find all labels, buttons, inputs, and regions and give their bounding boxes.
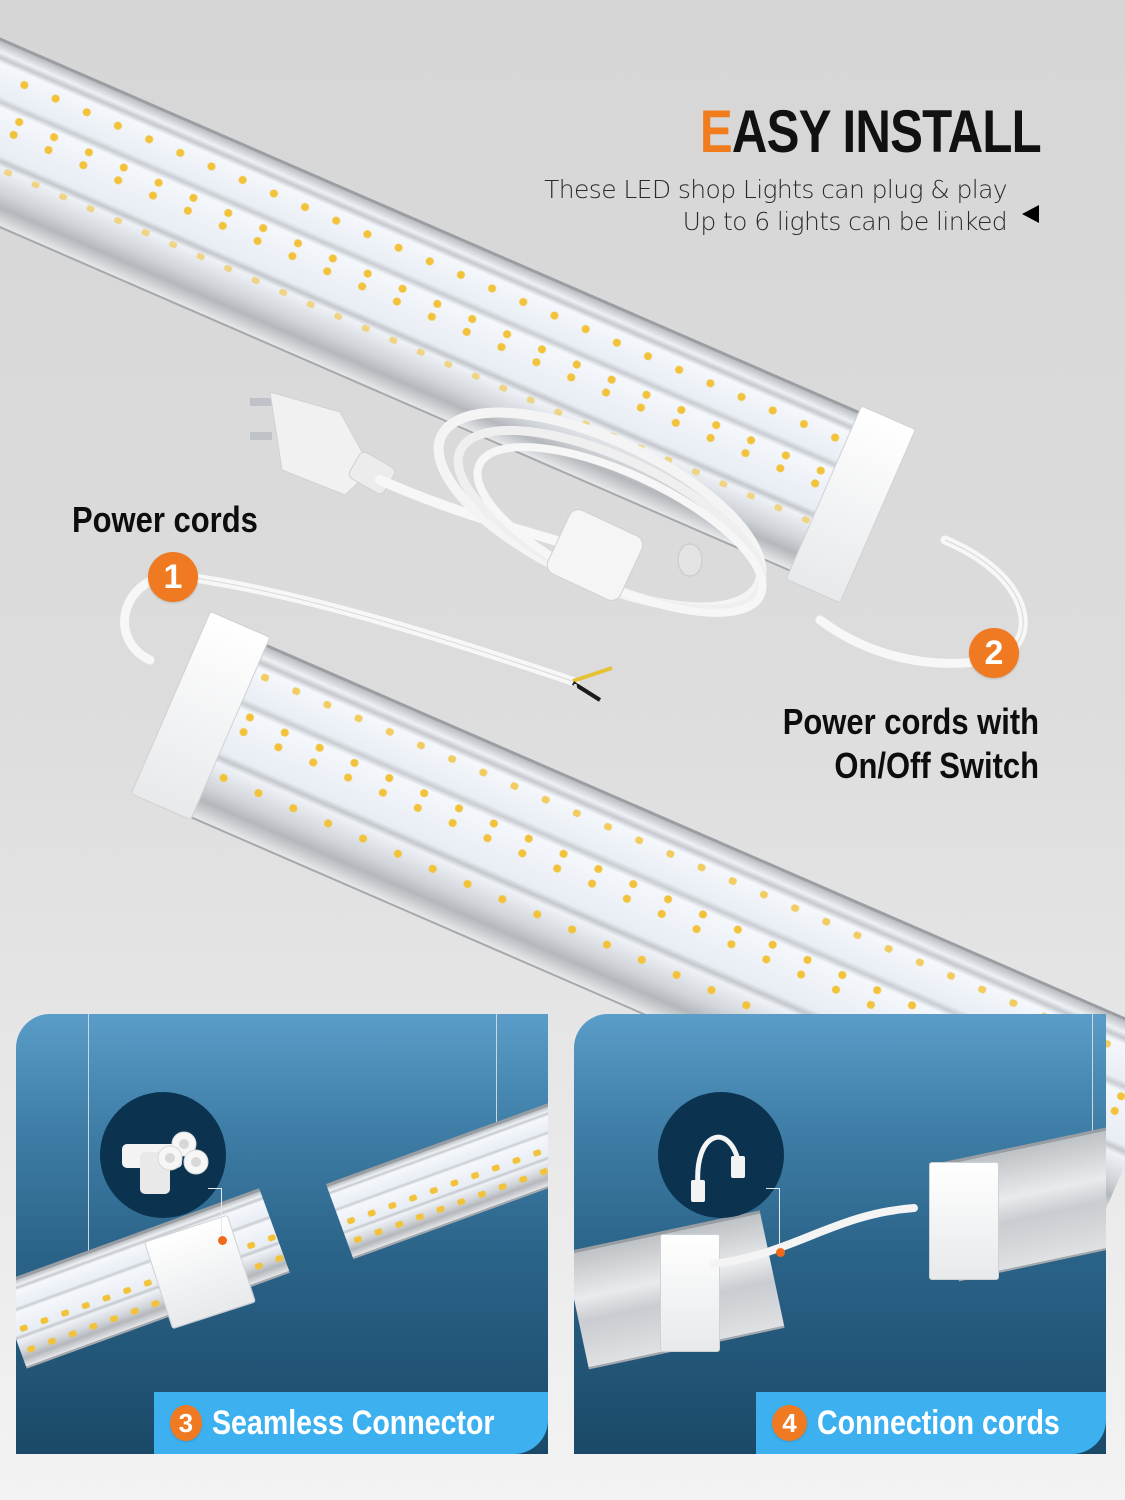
callout-dot — [776, 1248, 785, 1257]
hanging-wire — [1092, 1014, 1093, 1139]
callout-2-label-line-1: Power cords with — [782, 701, 1039, 742]
caption-4-text: Connection cords — [816, 1403, 1060, 1442]
subtitle: These LED shop Lights can plug & play Up… — [544, 174, 1007, 238]
cord-inset — [658, 1092, 784, 1218]
panel-seamless-connector: 3 Seamless Connector — [16, 1014, 548, 1454]
fixture-endcap — [660, 1234, 720, 1352]
caption-3-badge: 3 — [170, 1405, 202, 1441]
power-cords-illustration — [171, 391, 1024, 713]
fixture-endcap — [929, 1162, 999, 1280]
connector-inset — [100, 1092, 226, 1218]
hanging-wire — [496, 1014, 497, 1122]
panel-connection-cords: 4 Connection cords — [574, 1014, 1106, 1454]
on-off-switch-icon — [546, 509, 703, 601]
linking-cord-icon — [691, 1134, 745, 1202]
caption-3-text: Seamless Connector — [211, 1403, 495, 1442]
callout-2-badge: 2 — [969, 628, 1019, 678]
callout-line — [208, 1188, 222, 1236]
callout-line — [766, 1188, 780, 1248]
callout-2-label-line-2: On/Off Switch — [834, 745, 1039, 786]
three-way-connector-icon — [122, 1131, 209, 1194]
plug-icon — [250, 391, 396, 496]
page-title: EASY INSTALL — [700, 102, 1042, 162]
caption-bar: 3 Seamless Connector — [154, 1392, 548, 1454]
title-rest: ASY INSTALL — [732, 98, 1042, 165]
led-fixture — [326, 1095, 548, 1260]
callout-2-label: Power cords with On/Off Switch — [783, 700, 1039, 788]
title-accent-letter: E — [700, 98, 733, 165]
caption-bar: 4 Connection cords — [756, 1392, 1106, 1454]
pointer-arrow-icon — [1022, 205, 1039, 223]
callout-dot — [218, 1236, 227, 1245]
bare-wire-ends-icon — [571, 666, 613, 713]
callout-1-badge: 1 — [148, 552, 198, 602]
hanging-wire — [88, 1014, 89, 1259]
callout-1-label: Power cords — [72, 499, 258, 540]
linking-cable — [710, 1204, 918, 1268]
caption-4-badge: 4 — [772, 1405, 807, 1441]
subtitle-line-1: These LED shop Lights can plug & play — [544, 175, 1007, 204]
subtitle-line-2: Up to 6 lights can be linked — [682, 207, 1008, 236]
